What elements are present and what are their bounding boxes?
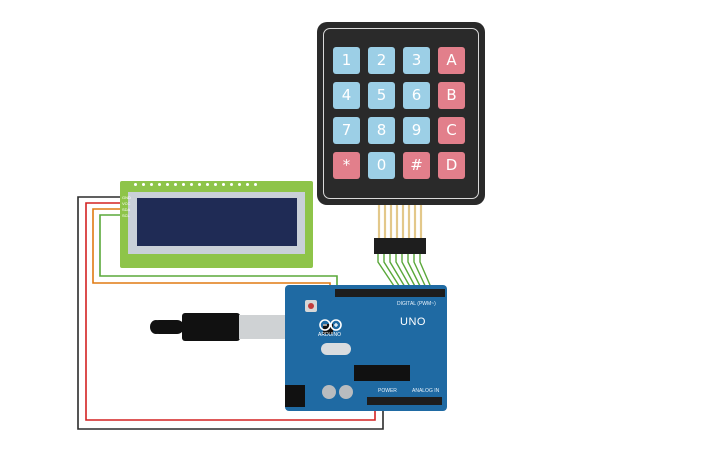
key-1[interactable]: 1 xyxy=(333,47,360,74)
arduino-model-label: UNO xyxy=(400,316,426,328)
arduino-uno-board[interactable] xyxy=(285,285,447,411)
lcd-pin-scl-label: SCL xyxy=(122,213,130,218)
key-9[interactable]: 9 xyxy=(403,117,430,144)
usb-plug[interactable] xyxy=(182,313,240,341)
atmega-chip xyxy=(354,365,410,381)
crystal xyxy=(321,343,351,355)
usb-cable xyxy=(152,320,184,334)
key-7[interactable]: 7 xyxy=(333,117,360,144)
key-hash[interactable]: # xyxy=(403,152,430,179)
lcd-pin-gnd-label: GND xyxy=(122,195,131,200)
key-4[interactable]: 4 xyxy=(333,82,360,109)
usb-cable-tail xyxy=(150,320,160,334)
keypad-ribbon xyxy=(377,205,423,238)
power-jack[interactable] xyxy=(285,385,305,407)
key-0[interactable]: 0 xyxy=(368,152,395,179)
keypad-wires[interactable] xyxy=(377,254,434,293)
key-2[interactable]: 2 xyxy=(368,47,395,74)
keypad-connector xyxy=(374,238,426,254)
lcd-pin-sda-label: SDA xyxy=(122,207,131,212)
key-star[interactable]: * xyxy=(333,152,360,179)
key-6[interactable]: 6 xyxy=(403,82,430,109)
key-8[interactable]: 8 xyxy=(368,117,395,144)
key-5[interactable]: 5 xyxy=(368,82,395,109)
analog-label: ANALOG IN xyxy=(412,388,440,394)
arduino-logo-icon xyxy=(319,319,342,331)
key-a[interactable]: A xyxy=(438,47,465,74)
arduino-brand-label: ARDUINO xyxy=(318,332,342,338)
keypad-border xyxy=(323,28,479,199)
capacitor-1 xyxy=(322,385,336,399)
scl-wire[interactable] xyxy=(99,214,338,291)
lcd-header-pins xyxy=(134,183,264,187)
lcd-pin-vcc-label: VCC xyxy=(122,201,131,206)
power-label: POWER xyxy=(378,388,397,394)
usb-connector-shell xyxy=(239,315,285,339)
reset-button[interactable] xyxy=(305,300,317,312)
key-d[interactable]: D xyxy=(438,152,465,179)
key-c[interactable]: C xyxy=(438,117,465,144)
membrane-keypad[interactable]: 1 2 3 A 4 5 6 B 7 8 9 C * 0 # D xyxy=(317,22,485,205)
digital-header[interactable] xyxy=(335,289,445,297)
key-3[interactable]: 3 xyxy=(403,47,430,74)
vcc-wire[interactable] xyxy=(85,202,376,421)
capacitor-2 xyxy=(339,385,353,399)
power-analog-header[interactable] xyxy=(367,397,442,405)
digital-label: DIGITAL (PWM~) xyxy=(397,301,436,307)
lcd-screen xyxy=(137,198,297,246)
gnd-wire[interactable] xyxy=(77,196,384,430)
key-b[interactable]: B xyxy=(438,82,465,109)
